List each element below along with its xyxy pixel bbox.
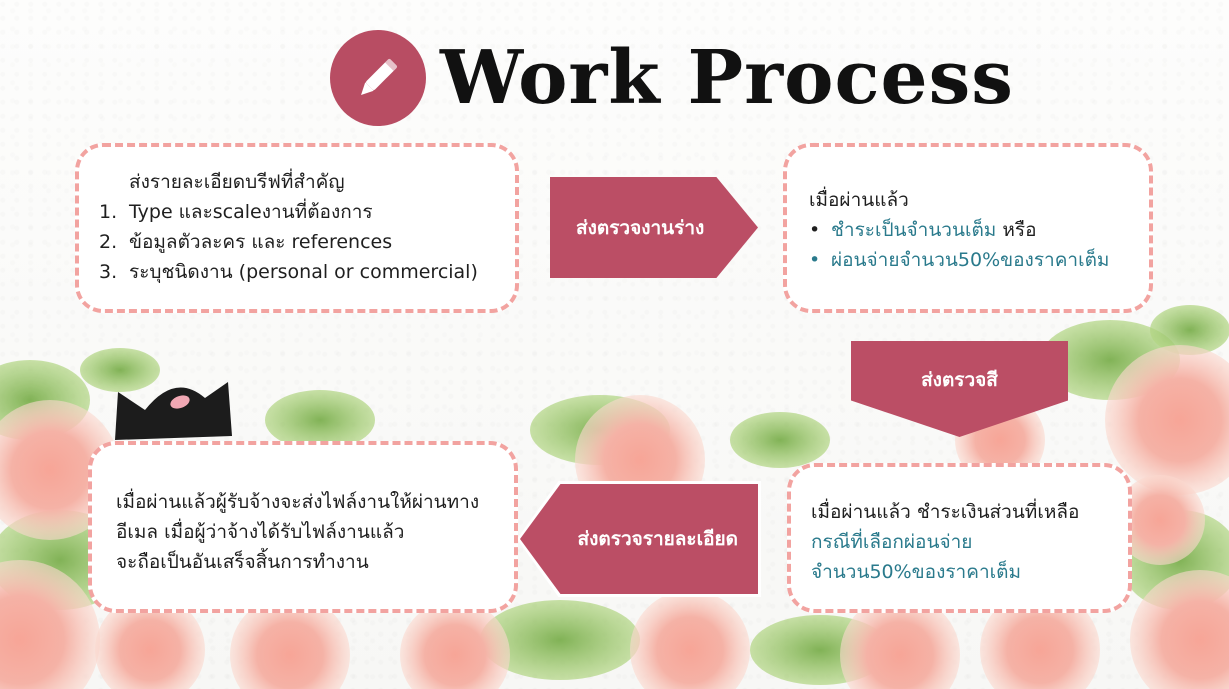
step2-list: • ชำระเป็นจำนวนเต็ม หรือ • ผ่อนจ่ายจำนวน… <box>809 215 1131 275</box>
item-text: ชำระเป็นจำนวนเต็ม <box>831 219 997 241</box>
step4-line2: อีเมล เมื่อผู้ว่าจ้างได้รับไฟล์งานแล้ว <box>116 521 405 543</box>
pencil-icon <box>330 30 426 126</box>
item-number: 2. <box>99 231 118 253</box>
step3-line2: กรณีที่เลือกผ่อนจ่าย <box>811 531 973 553</box>
list-item: • ผ่อนจ่ายจำนวน50%ของราคาเต็ม <box>809 245 1131 275</box>
arrow-detail-review: ส่งตรวจรายละเอียด <box>520 484 758 594</box>
page-title: Work Process <box>440 35 1014 121</box>
item-text: Type และscaleงานที่ต้องการ <box>129 201 373 223</box>
step4-line3: จะถือเป็นอันเสร็จสิ้นการทำงาน <box>116 551 369 573</box>
list-item: 3. ระบุชนิดงาน (personal or commercial) <box>99 257 497 287</box>
bullet: • <box>809 249 821 271</box>
list-item: 1. Type และscaleงานที่ต้องการ <box>99 197 497 227</box>
step4-box: เมื่อผ่านแล้วผู้รับจ้างจะส่งไฟล์งานให้ผ่… <box>88 441 518 613</box>
item-text: ระบุชนิดงาน (personal or commercial) <box>129 261 478 283</box>
step2-intro: เมื่อผ่านแล้ว <box>809 189 909 211</box>
arrow-label: ส่งตรวจรายละเอียด <box>577 528 738 550</box>
bullet: • <box>809 219 821 241</box>
step3-line1: เมื่อผ่านแล้ว ชำระเงินส่วนที่เหลือ <box>811 501 1080 523</box>
item-text: ผ่อนจ่ายจำนวน50%ของราคาเต็ม <box>831 249 1110 271</box>
list-item: • ชำระเป็นจำนวนเต็ม หรือ <box>809 215 1131 245</box>
arrow-label: ส่งตรวจสี <box>921 369 998 391</box>
item-text: ข้อมูลตัวละคร และ references <box>129 231 393 253</box>
step1-intro: ส่งรายละเอียดบรีฟที่สำคัญ <box>129 171 345 193</box>
step1-list: 1. Type และscaleงานที่ต้องการ 2. ข้อมูลต… <box>99 197 497 287</box>
title-bar: Work Process <box>330 28 1014 128</box>
step4-line1: เมื่อผ่านแล้วผู้รับจ้างจะส่งไฟล์งานให้ผ่… <box>116 491 480 513</box>
item-number: 1. <box>99 201 118 223</box>
step3-line3: จำนวน50%ของราคาเต็ม <box>811 561 1021 583</box>
item-number: 3. <box>99 261 118 283</box>
item-suffix: หรือ <box>996 219 1037 241</box>
step2-box: เมื่อผ่านแล้ว • ชำระเป็นจำนวนเต็ม หรือ •… <box>783 143 1153 313</box>
arrow-label: ส่งตรวจงานร่าง <box>576 216 705 239</box>
arrow-draft-review: ส่งตรวจงานร่าง <box>550 177 758 278</box>
step3-box: เมื่อผ่านแล้ว ชำระเงินส่วนที่เหลือ กรณีท… <box>787 463 1132 613</box>
list-item: 2. ข้อมูลตัวละคร และ references <box>99 227 497 257</box>
cat-illustration <box>115 382 232 440</box>
step1-box: ส่งรายละเอียดบรีฟที่สำคัญ 1. Type และsca… <box>75 143 519 313</box>
